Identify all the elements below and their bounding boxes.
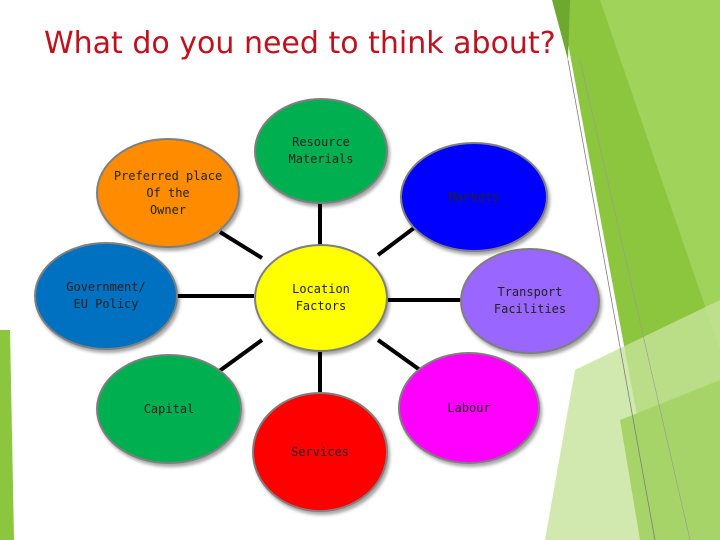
node-government: Government/ EU Policy — [34, 242, 178, 350]
node-government-label: Government/ EU Policy — [66, 280, 146, 311]
node-markets: Markets — [400, 142, 548, 252]
node-center: Location Factors — [254, 244, 388, 352]
green-stripe-left — [0, 330, 14, 540]
green-stripe-light — [600, 0, 720, 350]
node-labour: Labour — [398, 352, 540, 464]
node-resource: Resource Materials — [254, 98, 388, 204]
connector-preferred — [218, 230, 264, 260]
node-capital-label: Capital — [143, 401, 195, 416]
node-services: Services — [252, 392, 388, 512]
node-labour-label: Labour — [447, 400, 491, 415]
node-transport-label: Transport Facilities — [493, 285, 567, 316]
node-markets-label: Markets — [448, 189, 500, 204]
node-services-label: Services — [291, 444, 349, 459]
node-transport: Transport Facilities — [460, 248, 600, 354]
node-capital: Capital — [96, 354, 242, 464]
decorative-line — [567, 59, 656, 540]
connector-labour — [376, 338, 422, 372]
connector-markets — [376, 223, 420, 257]
node-center-label: Location Factors — [292, 282, 350, 313]
connector-capital — [216, 338, 264, 374]
decorative-line-2 — [579, 59, 691, 540]
node-preferred: Preferred place Of the Owner — [96, 138, 240, 248]
node-preferred-label: Preferred place Of the Owner — [113, 168, 223, 217]
green-stripe-dark — [552, 0, 570, 60]
page-title: What do you need to think about? — [44, 26, 556, 61]
green-stripe-mid — [620, 380, 720, 540]
node-resource-label: Resource Materials — [288, 135, 354, 166]
